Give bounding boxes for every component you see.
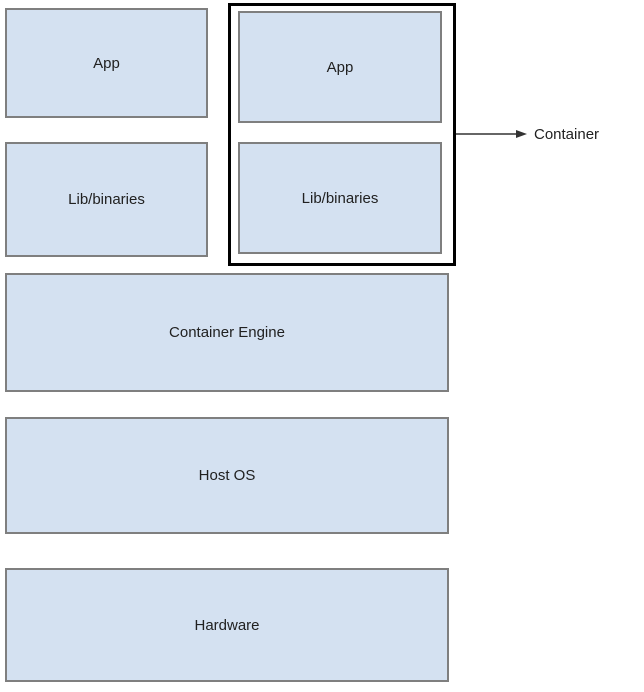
container-engine-layer-box: Container Engine <box>5 273 449 392</box>
host-app-box: App <box>5 8 208 118</box>
container-app-box: App <box>238 11 442 123</box>
container-annotation-label: Container <box>534 125 600 143</box>
hardware-layer-box: Hardware <box>5 568 449 682</box>
container-arrow-icon <box>456 130 527 138</box>
host-os-layer-box: Host OS <box>5 417 449 534</box>
container-lib-binaries-box: Lib/binaries <box>238 142 442 254</box>
container-outline: App Lib/binaries <box>228 3 456 266</box>
host-lib-binaries-box: Lib/binaries <box>5 142 208 257</box>
